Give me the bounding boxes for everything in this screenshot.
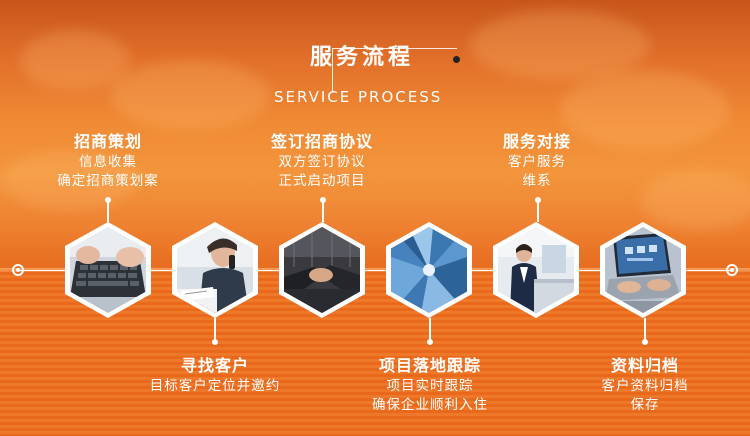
page-subtitle: SERVICE PROCESS — [274, 88, 443, 106]
timeline-line — [18, 270, 732, 271]
phone-call-photo — [177, 227, 253, 313]
step-4-label: 项目落地跟踪 项目实时跟踪 确保企业顺利入住 — [350, 355, 510, 415]
connector-dot-icon — [642, 339, 648, 345]
page-title: 服务流程 — [310, 45, 415, 70]
connector-line — [322, 200, 324, 222]
step-1-label: 招商策划 信息收集 确定招商策划案 — [38, 131, 178, 191]
timeline-start-icon — [12, 264, 24, 276]
reception-desk-photo — [498, 227, 574, 313]
step-5-title: 服务对接 — [502, 132, 571, 151]
connector-line — [214, 318, 216, 342]
step-4-title: 项目落地跟踪 — [378, 356, 481, 375]
laptop-keyboard-photo — [70, 227, 146, 313]
step-3-image-frame — [279, 222, 365, 318]
step-2-line-1: 目标客户定位并邀约 — [149, 378, 281, 394]
connector-dot-icon — [105, 197, 111, 203]
connector-dot-icon — [320, 197, 326, 203]
connector-line — [107, 200, 109, 222]
step-3-line-1: 双方签订协议 — [278, 154, 366, 170]
step-3-label: 签订招商协议 双方签订协议 正式启动项目 — [252, 131, 392, 191]
timeline-end-icon — [726, 264, 738, 276]
cloud-decoration — [110, 60, 270, 130]
cloud-decoration — [640, 170, 750, 230]
step-6-line-1: 客户资料归档 — [601, 378, 689, 394]
cloud-decoration — [560, 70, 730, 150]
step-6-label: 资料归档 客户资料归档 保存 — [575, 355, 715, 415]
handshake-photo — [284, 227, 360, 313]
step-6-title: 资料归档 — [610, 356, 679, 375]
step-5-label: 服务对接 客户服务 维系 — [467, 131, 607, 191]
connector-line — [537, 200, 539, 222]
step-6-line-2: 保存 — [630, 397, 660, 413]
connector-line — [644, 318, 646, 342]
step-4-line-2: 确保企业顺利入住 — [372, 397, 488, 413]
connector-dot-icon — [212, 339, 218, 345]
title-bracket-decoration — [332, 48, 457, 93]
step-5-line-2: 维系 — [522, 173, 552, 189]
step-5-line-1: 客户服务 — [508, 154, 566, 170]
skyscraper-photo — [391, 227, 467, 313]
step-3-line-2: 正式启动项目 — [278, 173, 366, 189]
connector-dot-icon — [427, 339, 433, 345]
step-2-title: 寻找客户 — [180, 356, 249, 375]
step-2-label: 寻找客户 目标客户定位并邀约 — [130, 355, 300, 396]
step-1-title: 招商策划 — [73, 132, 142, 151]
step-1-line-1: 信息收集 — [79, 154, 137, 170]
step-3-title: 签订招商协议 — [270, 132, 373, 151]
title-dot-icon — [453, 56, 460, 63]
laptop-typing-photo — [605, 227, 681, 313]
connector-dot-icon — [535, 197, 541, 203]
cloud-decoration — [470, 10, 650, 80]
connector-line — [429, 318, 431, 342]
step-4-line-1: 项目实时跟踪 — [386, 378, 474, 394]
step-1-line-2: 确定招商策划案 — [57, 173, 159, 189]
cloud-decoration — [20, 30, 130, 90]
cloud-decoration — [0, 150, 140, 210]
